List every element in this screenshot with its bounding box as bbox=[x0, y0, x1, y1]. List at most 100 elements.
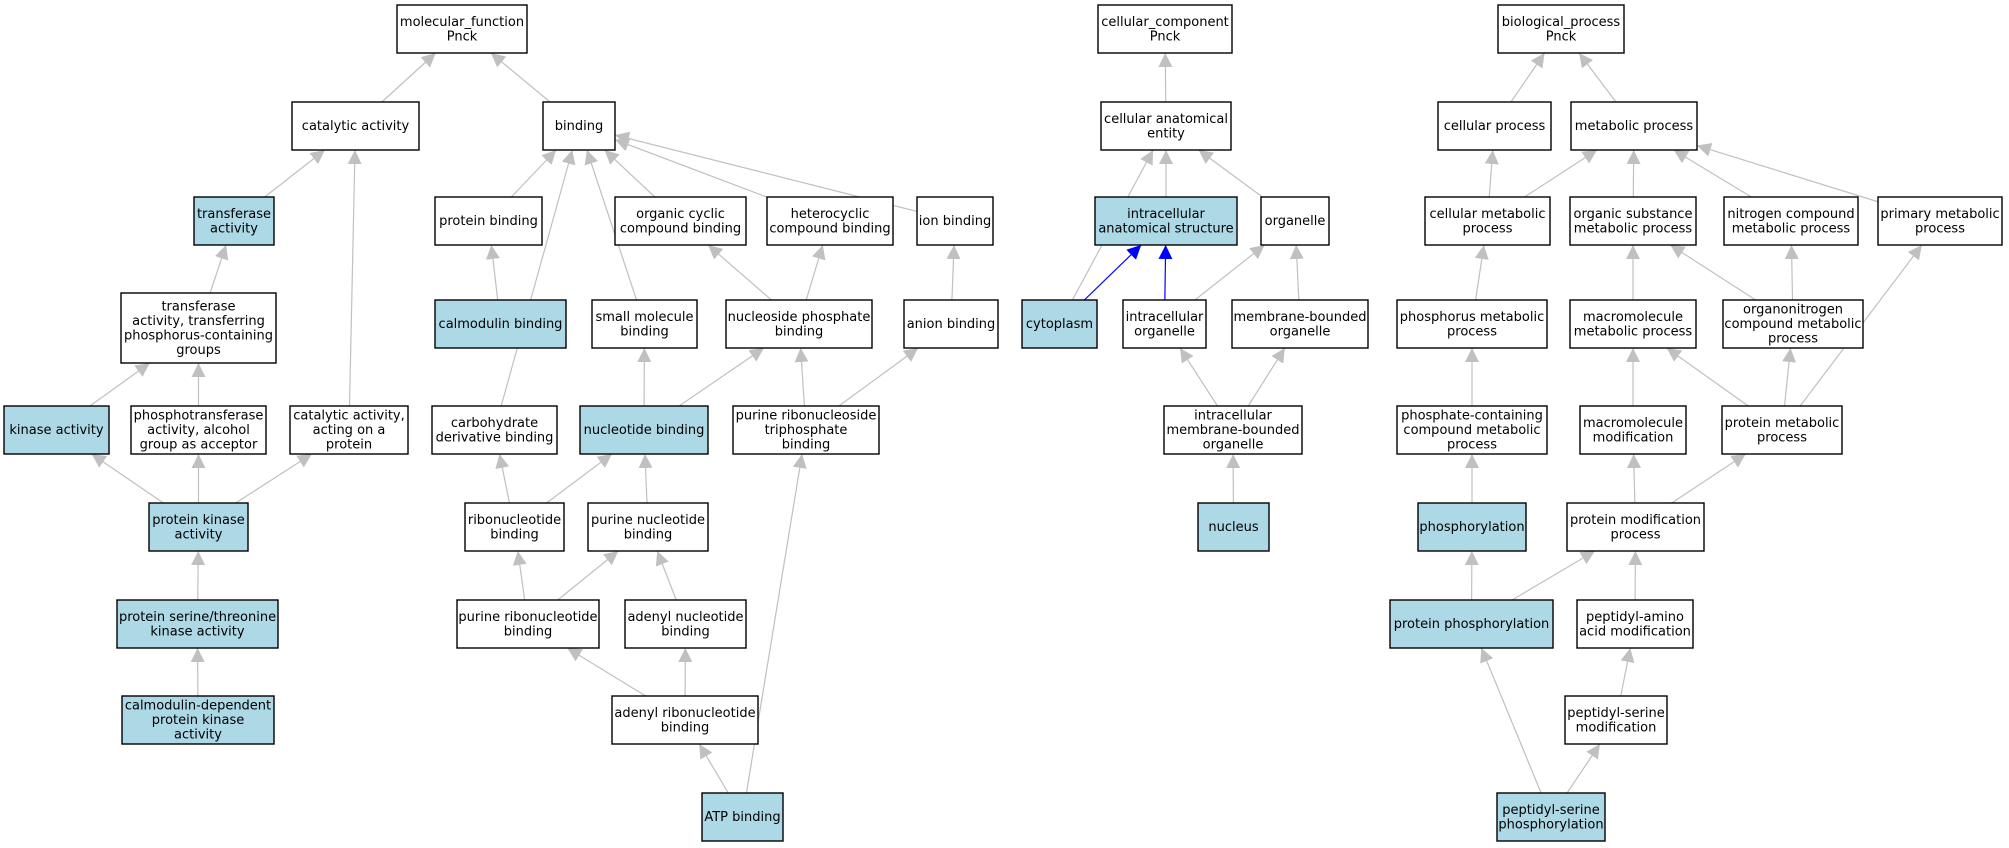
term-label-line: modification bbox=[1593, 430, 1674, 445]
edge-nuc_phos-to-org_cyclic bbox=[707, 244, 772, 301]
edge-organelle-to-cae bbox=[1198, 149, 1263, 198]
term-node-nucleotide-binding[interactable]: nucleotide binding bbox=[579, 405, 709, 455]
term-label-line: Pnck bbox=[447, 29, 478, 44]
term-label-line: peptidyl-serine bbox=[1502, 803, 1599, 818]
term-label-line: small molecule bbox=[596, 310, 694, 325]
term-node-phosphorylation[interactable]: phosphorylation bbox=[1417, 502, 1527, 552]
term-label-line: phosphorus metabolic bbox=[1400, 310, 1544, 325]
term-node-cellular-process[interactable]: cellular process bbox=[1437, 101, 1552, 151]
edge-cytoplasm-to-ias bbox=[1083, 244, 1142, 301]
term-node-atp-binding[interactable]: ATP binding bbox=[701, 792, 784, 842]
term-label-line: binding bbox=[775, 324, 823, 339]
term-node-ion-binding[interactable]: ion binding bbox=[916, 196, 994, 246]
term-node-anion-binding[interactable]: anion binding bbox=[903, 299, 999, 349]
term-node-metabolic-process[interactable]: metabolic process bbox=[1570, 101, 1698, 151]
edge-pur_nuc-to-nuc_binding bbox=[638, 453, 653, 504]
term-label-line: organic substance bbox=[1574, 207, 1693, 222]
term-box bbox=[1721, 405, 1843, 455]
term-box bbox=[1579, 405, 1687, 455]
term-box bbox=[732, 405, 880, 455]
edge-prot_met-to-organonitro bbox=[1782, 347, 1797, 407]
term-label-line: catalytic activity bbox=[302, 119, 410, 134]
edge-peptidyl_ser_mod-to-peptidyl_aa bbox=[1620, 647, 1635, 697]
term-label-line: binding bbox=[782, 438, 830, 453]
edge-layer bbox=[89, 52, 1923, 794]
term-node-nucleus[interactable]: nucleus bbox=[1197, 502, 1270, 552]
term-label-line: process bbox=[1447, 324, 1497, 339]
term-node-protein-phosphorylation[interactable]: protein phosphorylation bbox=[1389, 599, 1554, 649]
edge-small_mol-to-binding bbox=[584, 149, 638, 301]
term-label-line: intracellular bbox=[1127, 207, 1205, 222]
edge-prot_met-to-macro_met bbox=[1666, 347, 1749, 407]
term-node-calmodulin-binding[interactable]: calmodulin binding bbox=[434, 299, 567, 349]
term-label-line: protein kinase bbox=[152, 713, 244, 728]
term-label-line: binding bbox=[490, 527, 538, 542]
term-label-line: group as acceptor bbox=[140, 438, 258, 453]
term-label-line: cellular process bbox=[1444, 119, 1546, 134]
term-box bbox=[1877, 196, 2003, 246]
term-label-line: membrane-bounded bbox=[1233, 310, 1366, 325]
term-box bbox=[624, 599, 747, 649]
term-label-line: binding bbox=[504, 624, 552, 639]
edge-prot_mod-to-macro_mod bbox=[1626, 453, 1641, 504]
term-node-binding[interactable]: binding bbox=[542, 101, 616, 151]
edge-nitro_met-to-met_proc bbox=[1673, 149, 1752, 198]
term-node-catalytic-activity[interactable]: catalytic activity bbox=[291, 101, 420, 151]
edge-phos_met-to-cell_met bbox=[1474, 244, 1489, 301]
term-label-line: phosphotransferase bbox=[134, 409, 264, 424]
term-node-organelle[interactable]: organelle bbox=[1260, 196, 1330, 246]
term-label-line: cellular_component bbox=[1101, 15, 1229, 30]
term-node-protein-binding[interactable]: protein binding bbox=[434, 196, 543, 246]
edge-anion-to-ion_binding bbox=[946, 244, 961, 301]
term-label-line: cellular metabolic bbox=[1430, 207, 1546, 222]
term-label-line: anatomical structure bbox=[1098, 221, 1233, 236]
term-box bbox=[434, 299, 567, 349]
term-label-line: molecular_function bbox=[400, 15, 524, 30]
term-node-cytoplasm[interactable]: cytoplasm bbox=[1021, 299, 1098, 349]
term-box bbox=[1231, 299, 1369, 349]
term-node-kinase-activity[interactable]: kinase activity bbox=[3, 405, 110, 455]
term-label-line: nucleotide binding bbox=[584, 423, 705, 438]
term-label-line: phosphate-containing bbox=[1401, 409, 1543, 424]
